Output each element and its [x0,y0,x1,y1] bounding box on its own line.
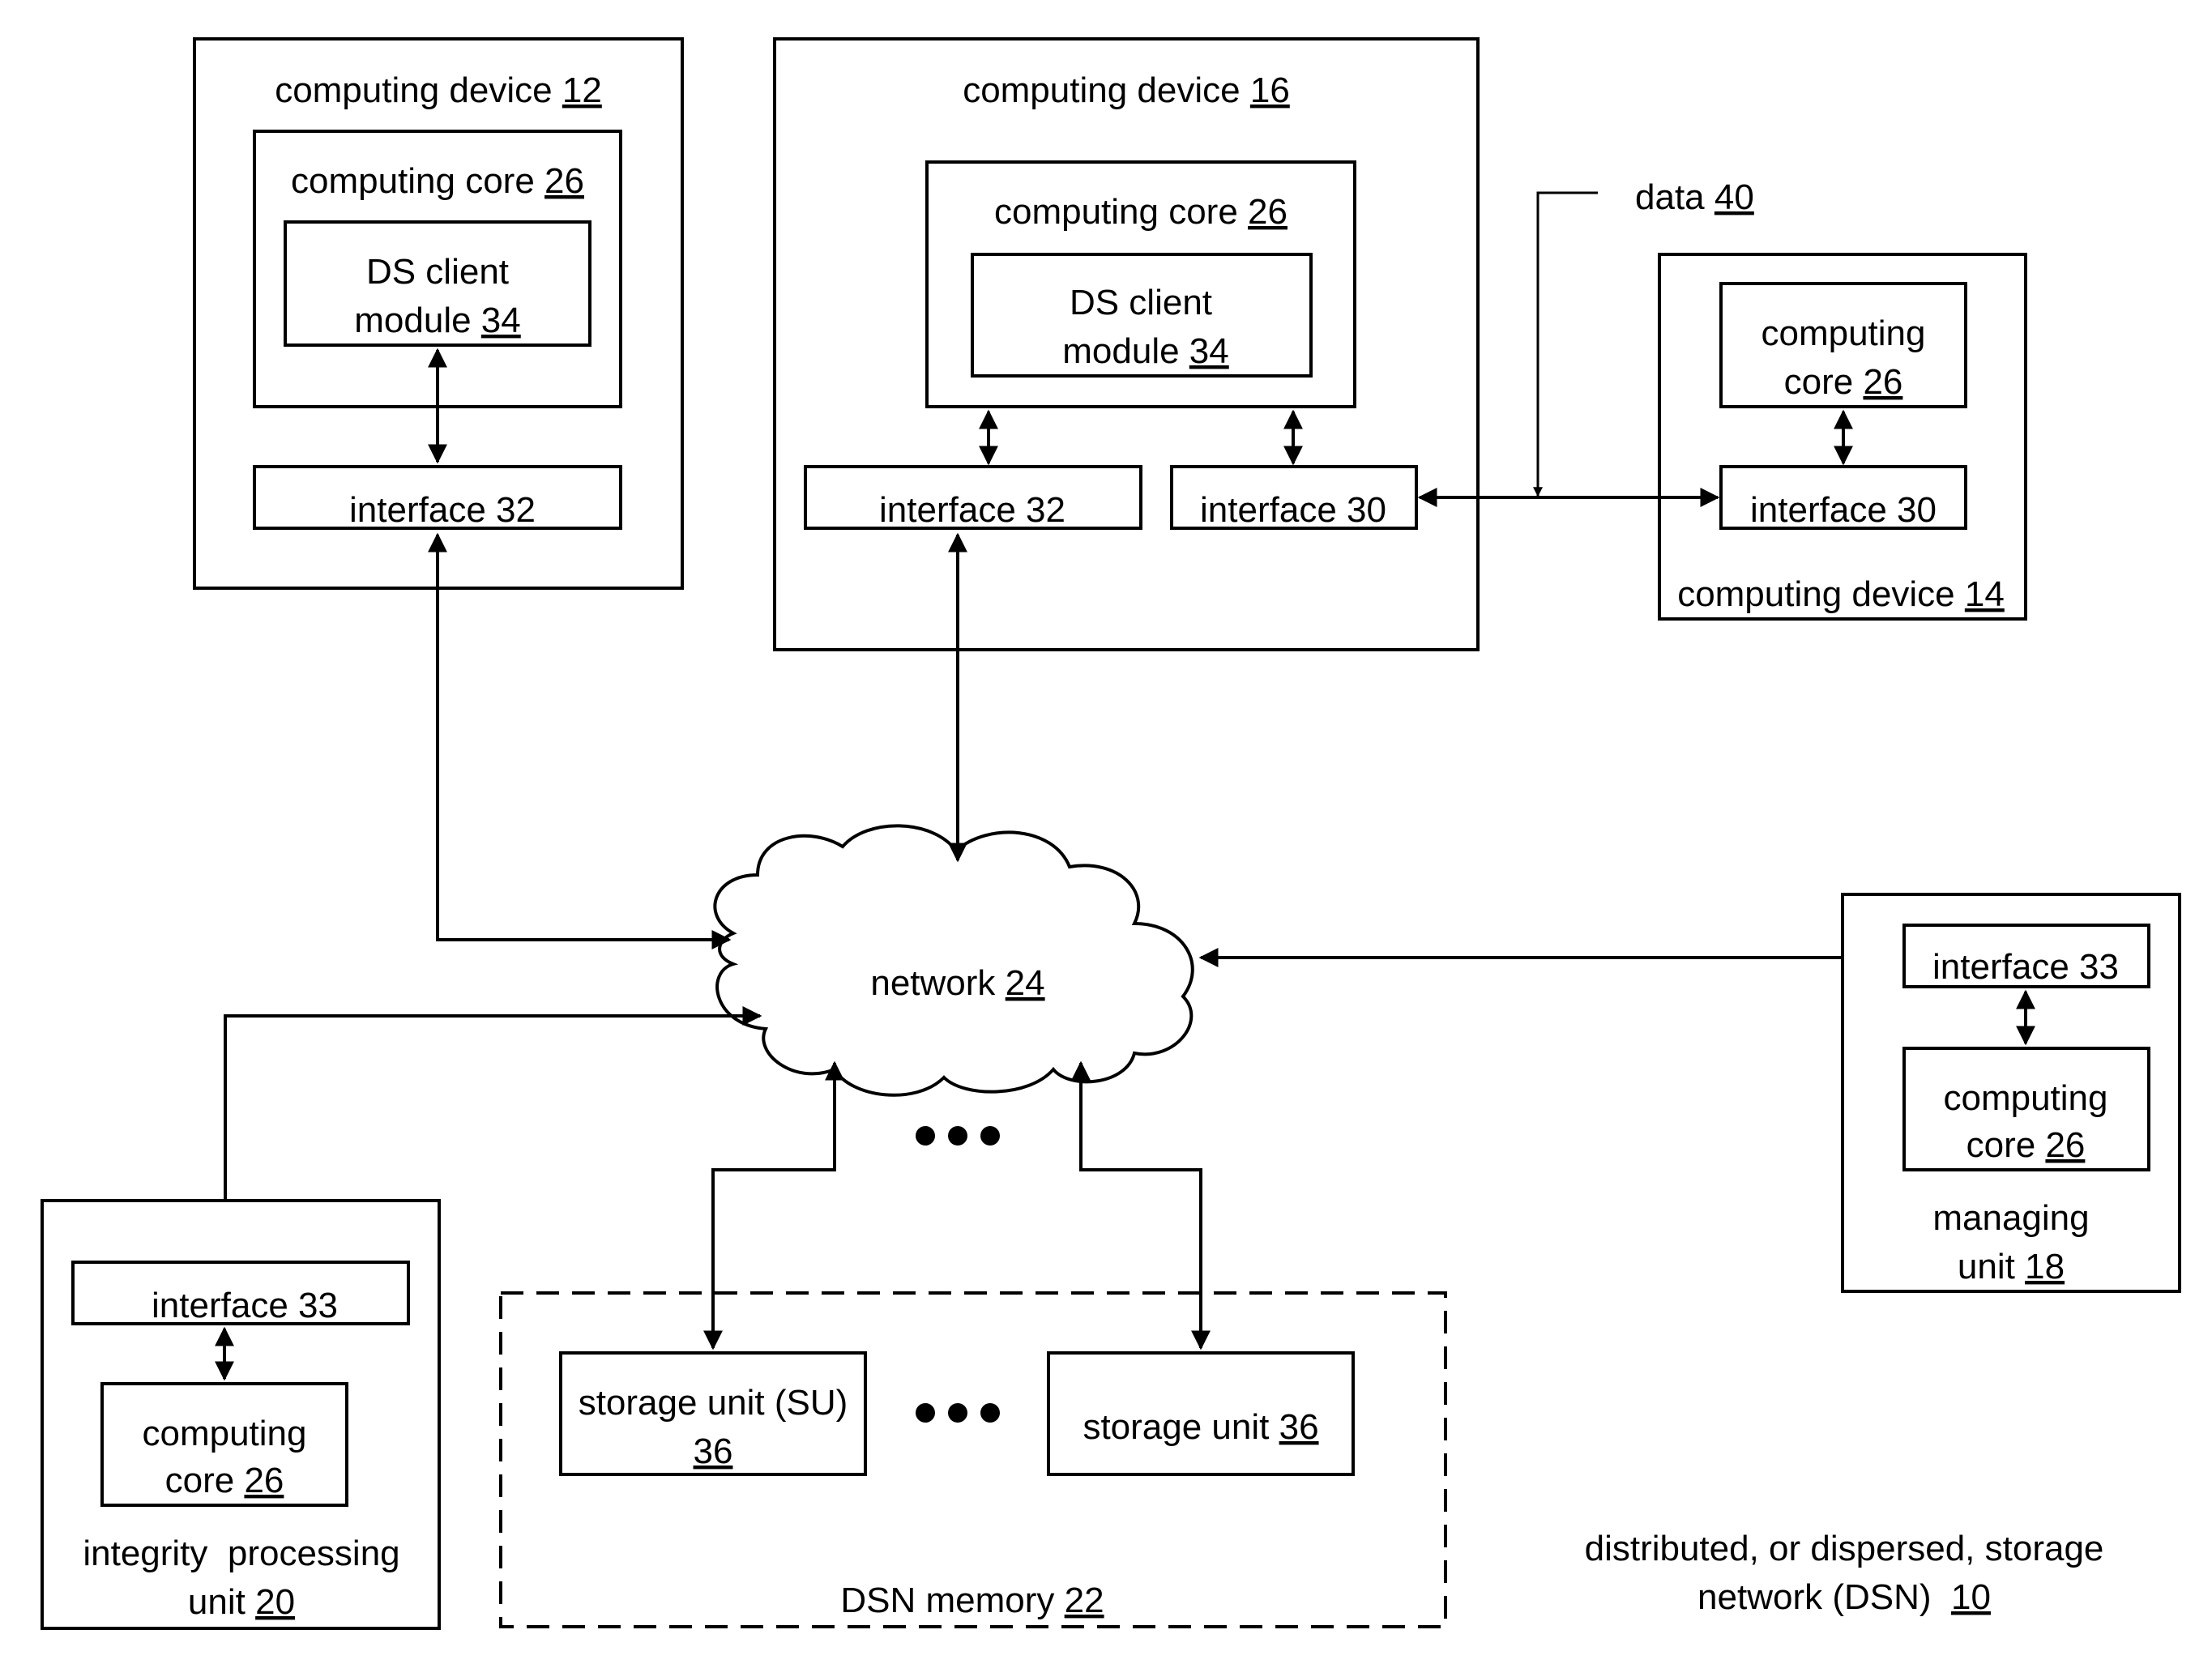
interface-32-dev12: interface 32 [254,467,621,530]
ds-client-module-34-dev16: DS client module 34 [972,254,1311,376]
su2-network-link [1081,1063,1201,1348]
interface-label: interface 30 [1200,490,1386,530]
managing-line1: managing [1932,1198,2089,1238]
core-line2: core [1784,362,1854,402]
computing-device-14-title: computing device [1677,574,1954,614]
storage-unit-su-36: storage unit (SU) 36 [561,1353,865,1474]
svg-text:computing device 16: computing device 16 [963,70,1290,110]
module-line1: DS client [1070,283,1212,322]
core-title: computing core [994,192,1238,232]
svg-text:core 26: core 26 [1966,1125,2086,1165]
dsn-caption: distributed, or dispersed, storage netwo… [1585,1529,2104,1617]
dsn-line1: distributed, or dispersed, storage [1585,1529,2104,1568]
interface-label: interface 33 [1932,947,2119,987]
data-40-leader [1538,193,1598,496]
interface-33-managing: interface 33 [1904,925,2149,987]
su1-ref: 36 [694,1431,733,1471]
svg-text:unit 20: unit 20 [188,1582,295,1622]
data-ref: 40 [1715,177,1754,217]
integrity-processing-unit-20: interface 33 computing core 26 integrity… [42,1201,439,1628]
dev12-network-link [438,535,729,940]
su2-ref: 36 [1279,1407,1319,1447]
computing-core-26-dev14: computing core 26 [1721,284,1966,407]
storage-unit-36: storage unit 36 [1048,1353,1353,1474]
network-cloud [715,826,1192,1094]
core-ref: 26 [1863,362,1902,402]
dsn-memory-22: storage unit (SU) 36 storage unit 36 DSN… [501,1293,1445,1627]
computing-device-14-ref: 14 [1965,574,2005,614]
dsn-memory-label: DSN memory [840,1581,1054,1620]
interface-33-integrity: interface 33 [73,1262,408,1325]
integrity-line2: unit [188,1582,246,1622]
svg-text:computing core 26: computing core 26 [994,192,1287,232]
svg-text:storage unit 36: storage unit 36 [1083,1407,1318,1447]
data-label: data [1635,177,1705,217]
managing-unit-18: interface 33 computing core 26 managing … [1843,894,2180,1291]
core-title: computing core [291,161,535,201]
svg-text:network (DSN) 10: network (DSN) 10 [1697,1577,1991,1617]
dsn-memory-ref: 22 [1065,1581,1104,1620]
module-ref: 34 [1189,331,1229,371]
core-ref: 26 [544,161,584,201]
svg-text:unit 18: unit 18 [1958,1247,2065,1286]
ds-client-module-34-dev12: DS client module 34 [285,222,590,345]
dsn-line2: network (DSN) [1697,1577,1932,1617]
computing-device-16-ref: 16 [1250,70,1290,110]
core-line1: computing [142,1414,306,1453]
computing-core-26-managing: computing core 26 [1904,1048,2149,1170]
su1-line1: storage unit (SU) [579,1383,848,1423]
network-label: network [870,963,996,1003]
ellipsis-storage-units [916,1403,1000,1423]
computing-device-12-ref: 12 [562,70,602,110]
core-ref: 26 [244,1461,284,1500]
computing-core-26-integrity: computing core 26 [102,1384,347,1505]
svg-text:module 34: module 34 [354,301,521,340]
ellipsis-network [916,1126,1000,1146]
core-ref: 26 [1248,192,1287,232]
managing-ref: 18 [2025,1247,2065,1286]
interface-label: interface 33 [152,1286,338,1325]
managing-line2: unit [1958,1247,2015,1286]
interface-label: interface 32 [879,490,1065,530]
integrity-ref: 20 [255,1582,295,1622]
module-line1: DS client [366,252,509,292]
core-line2: core [165,1461,235,1500]
su1-network-link [713,1063,835,1348]
svg-text:computing device 12: computing device 12 [275,70,602,110]
core-line1: computing [1943,1078,2107,1118]
dsn-ref: 10 [1951,1577,1991,1617]
svg-text:computing core 26: computing core 26 [291,161,584,201]
interface-30-dev16: interface 30 [1172,467,1416,530]
computing-device-16-title: computing device [963,70,1240,110]
svg-text:module 34: module 34 [1062,331,1229,371]
interface-label: interface 32 [349,490,536,530]
module-line2: module [1062,331,1179,371]
module-ref: 34 [481,301,521,340]
interface-30-dev14: interface 30 [1721,467,1966,530]
svg-text:core 26: core 26 [1784,362,1903,402]
svg-text:DSN memory 22: DSN memory 22 [840,1581,1104,1620]
computing-device-16: computing device 16 computing core 26 DS… [775,39,1478,650]
svg-text:computing device 14: computing device 14 [1677,574,2005,614]
core-ref: 26 [2045,1125,2085,1165]
integrity-line1: integrity processing [83,1534,399,1573]
network-24: network 24 [715,826,1192,1094]
interface-32-dev16: interface 32 [805,467,1141,530]
core-line2: core [1966,1125,2036,1165]
module-line2: module [354,301,471,340]
svg-text:core 26: core 26 [165,1461,284,1500]
computing-device-12: computing device 12 computing core 26 DS… [194,39,682,588]
svg-text:data 40: data 40 [1635,177,1754,217]
su2-label: storage unit [1083,1407,1269,1447]
network-ref: 24 [1006,963,1045,1003]
svg-text:network 24: network 24 [870,963,1044,1003]
interface-label: interface 30 [1750,490,1937,530]
computing-device-12-title: computing device [275,70,552,110]
computing-device-14: computing core 26 interface 30 computing… [1659,254,2026,619]
core-line1: computing [1761,314,1925,353]
